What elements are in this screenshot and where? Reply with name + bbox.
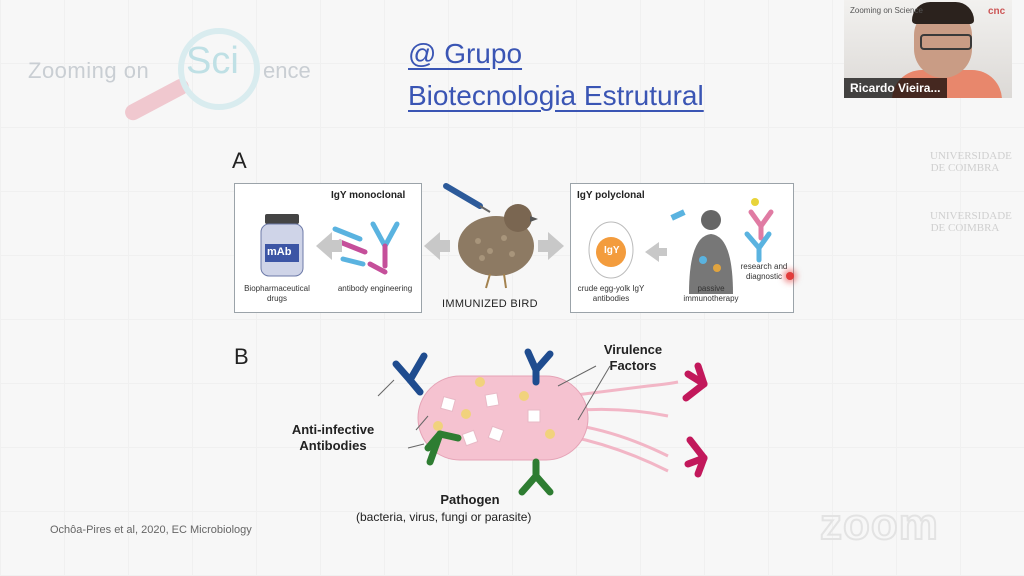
logo-text-left: Zooming on — [28, 58, 150, 83]
anti-infective-label-1: Anti-infective — [291, 422, 375, 437]
polyclonal-illustration — [588, 198, 774, 294]
slide-title-line1: @ Grupo — [408, 38, 523, 69]
pathogen-label: Pathogen — [440, 492, 500, 507]
university-logo-1: UNIVERSIDADE DE COIMBRA — [930, 150, 1012, 174]
panel-left-title: IgY monoclonal — [331, 190, 406, 201]
figure-label-b: B — [234, 344, 249, 369]
logo-text-right: ence — [263, 58, 311, 83]
igy-badge: IgY — [604, 245, 620, 256]
participant-glasses — [920, 34, 972, 50]
pathogen-illustration — [377, 348, 708, 496]
slide-title-line2: Biotecnologia Estrutural — [408, 80, 704, 111]
logo-text-sci: Sci — [186, 40, 239, 82]
biopharm-label: Biopharmaceutical drugs — [244, 284, 310, 303]
engineering-label: antibody engineering — [337, 284, 413, 293]
figure: A IgY monoclonal mAb — [228, 146, 808, 546]
monoclonal-illustration — [260, 214, 400, 277]
participant-hair — [912, 2, 974, 24]
egg-yolk-label: crude egg-yolk IgY antibodies — [577, 284, 645, 303]
video-backdrop-logo: Zooming on Science — [850, 6, 923, 15]
university-logo-2: UNIVERSIDADE DE COIMBRA — [930, 210, 1012, 234]
anti-infective-label-2: Antibodies — [299, 438, 367, 453]
zooming-on-science-logo: Zooming on Sci ence — [28, 28, 328, 124]
laser-pointer — [786, 272, 794, 280]
participant-video-tile[interactable]: Zooming on Science Ricardo Vieira... — [844, 0, 1012, 98]
figure-label-a: A — [232, 148, 247, 173]
immunized-bird-label: IMMUNIZED BIRD — [442, 298, 538, 310]
pathogen-sublabel: (bacteria, virus, fungi or parasite) — [356, 510, 532, 524]
cnc-logo: cnc — [988, 6, 1006, 17]
passive-immunotherapy-label: passive immunotherapy — [683, 284, 739, 303]
bird-illustration — [316, 183, 564, 289]
research-diagnostic-label: research and diagnostic — [740, 262, 788, 281]
virulence-label-2: Factors — [609, 358, 657, 373]
mab-label: mAb — [267, 246, 292, 258]
panel-igy-polyclonal: IgY polyclonal — [570, 183, 794, 313]
panel-right-title: IgY polyclonal — [577, 190, 645, 201]
virulence-label-1: Virulence — [603, 342, 663, 357]
participant-name-label: Ricardo Vieira... — [844, 78, 947, 98]
zoom-watermark: zoom — [819, 499, 939, 550]
citation: Ochôa-Pires et al, 2020, EC Microbiology — [50, 524, 252, 536]
logo-magnifier-ring — [178, 28, 260, 110]
